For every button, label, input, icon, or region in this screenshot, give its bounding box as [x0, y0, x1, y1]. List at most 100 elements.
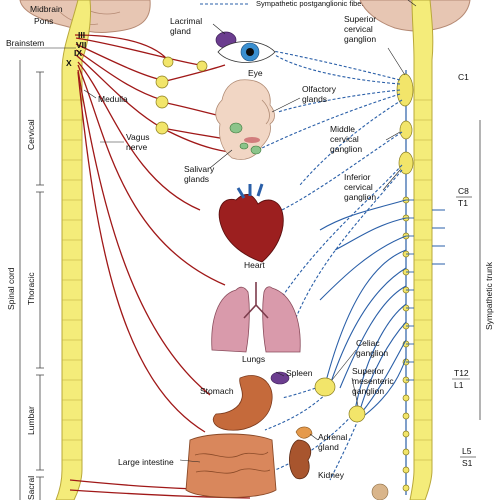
adrenal-label-line2: gland: [318, 442, 339, 452]
thoracic-bracket: [36, 191, 44, 369]
prevertebral-ganglia: [314, 377, 366, 423]
inferior-cervical-leader: [382, 169, 401, 191]
sympathetic-rami: [406, 199, 445, 381]
celiac-leader: [331, 349, 357, 381]
segment-l5-label: L5: [462, 446, 472, 456]
inferior-cervical-label-line1: Inferior: [344, 172, 371, 182]
adrenal-and-kidney: [289, 426, 313, 480]
sacral-label: Sacral: [26, 476, 36, 500]
right-cord-top-line: [407, 0, 417, 7]
spleen-leader: [275, 371, 285, 377]
salivary-label-line2: glands: [184, 174, 209, 184]
salivary-label-line1: Salivary: [184, 164, 215, 174]
intestine-folds: [194, 451, 271, 474]
lacrimal-label-line1: Lacrimal: [170, 16, 202, 26]
middle-cervical-label-line1: Middle: [330, 124, 355, 134]
heart-vessels: [236, 183, 264, 199]
brainstem-label: Brainstem: [6, 38, 44, 48]
superior-cervical-label-line2: cervical: [344, 24, 373, 34]
leader-lines: [10, 0, 481, 500]
mesenteric-label-line1: Superior: [352, 366, 384, 376]
adrenal-label-line1: Adrenal: [318, 432, 347, 442]
right-spinal-cord: [409, 0, 434, 500]
left-cord-segments: [62, 99, 82, 461]
segment-c8-label: C8: [458, 186, 469, 196]
celiac-label-line2: ganglion: [356, 348, 388, 358]
segment-t12-label: T12: [454, 368, 469, 378]
sympathetic-chain: [396, 70, 414, 495]
lungs: [211, 282, 301, 353]
eye: [217, 41, 276, 63]
vagus-label-line2: nerve: [126, 142, 148, 152]
heart-shape: [218, 194, 284, 263]
intestine-shape: [185, 433, 277, 498]
nerve-iii-label: III: [78, 30, 85, 40]
left-lung: [211, 286, 250, 353]
midbrain-label: Midbrain: [30, 4, 63, 14]
salivary-gland-3: [239, 142, 249, 150]
adrenal-gland-shape: [295, 426, 313, 439]
spinal-cord-label: Spinal cord: [6, 267, 16, 310]
eye-pupil: [246, 48, 254, 56]
mesenteric-leader: [351, 377, 359, 407]
submandibular-ganglion: [155, 95, 169, 109]
medulla-label: Medulla: [98, 94, 128, 104]
eye-ganglion: [196, 60, 208, 72]
nose: [261, 99, 270, 125]
heart: [218, 183, 284, 263]
otic-ganglion: [155, 121, 169, 135]
left-cord-shape: [55, 0, 91, 500]
stomach-label: Stomach: [200, 386, 234, 396]
thoracic-label: Thoracic: [26, 272, 36, 305]
superior-cervical-leader: [387, 47, 406, 76]
superior-cervical-label-line1: Superior: [344, 14, 376, 24]
salivary-leader: [209, 149, 233, 169]
spleen-shape: [270, 371, 290, 385]
right-cord-shape: [409, 0, 434, 500]
nerve-x-label: X: [66, 58, 72, 68]
sacral-bracket: [36, 476, 44, 500]
vagus-label-line1: Vagus: [126, 132, 149, 142]
trachea: [243, 282, 269, 319]
lungs-label: Lungs: [242, 354, 265, 364]
celiac-label-line1: Celiac: [356, 338, 380, 348]
segment-l1-label: L1: [454, 380, 464, 390]
segment-s1-label: S1: [462, 458, 473, 468]
segment-c1-label: C1: [458, 72, 469, 82]
mesenteric-label-line3: ganglion: [352, 386, 384, 396]
segment-t1-label: T1: [458, 198, 468, 208]
lumbar-bracket: [36, 374, 44, 471]
pterygopalatine-ganglion: [155, 75, 169, 89]
right-cord-segments: [414, 99, 432, 461]
nerve-vii-label: VII: [76, 40, 86, 50]
superior-cervical-label-line3: ganglion: [344, 34, 376, 44]
kidney-label: Kidney: [318, 470, 345, 480]
medulla-leader: [83, 89, 97, 99]
nerve-ix-label: IX: [74, 48, 82, 58]
inferior-cervical-label-line3: ganglion: [344, 192, 376, 202]
sympathetic-trunk-label: Sympathetic trunk: [484, 261, 494, 330]
stomach-shape: [212, 375, 273, 431]
superior-mesenteric-ganglion-shape: [348, 405, 366, 423]
left-spinal-cord: [55, 0, 91, 500]
lumbar-label: Lumbar: [26, 406, 36, 435]
cervical-bracket: [36, 71, 44, 186]
stomach: [212, 375, 273, 431]
parasympathetic-ganglia: [155, 56, 208, 135]
pelvic-organs: [371, 483, 389, 500]
kidney-shape: [289, 439, 312, 480]
face: [215, 79, 275, 160]
middle-cervical-ganglion-shape: [399, 120, 413, 140]
middle-cervical-label-line2: cervical: [330, 134, 359, 144]
ciliary-ganglion: [162, 56, 174, 68]
spleen-label: Spleen: [286, 368, 313, 378]
cervical-label: Cervical: [26, 119, 36, 150]
salivary-gland-2: [250, 145, 262, 155]
middle-cervical-leader: [385, 131, 401, 141]
large-intestine: [185, 433, 277, 498]
mesenteric-label-line2: mesenteric: [352, 376, 394, 386]
adrenal-leader: [309, 433, 319, 441]
eye-label: Eye: [248, 68, 263, 78]
lacrimal-leader: [212, 23, 226, 35]
